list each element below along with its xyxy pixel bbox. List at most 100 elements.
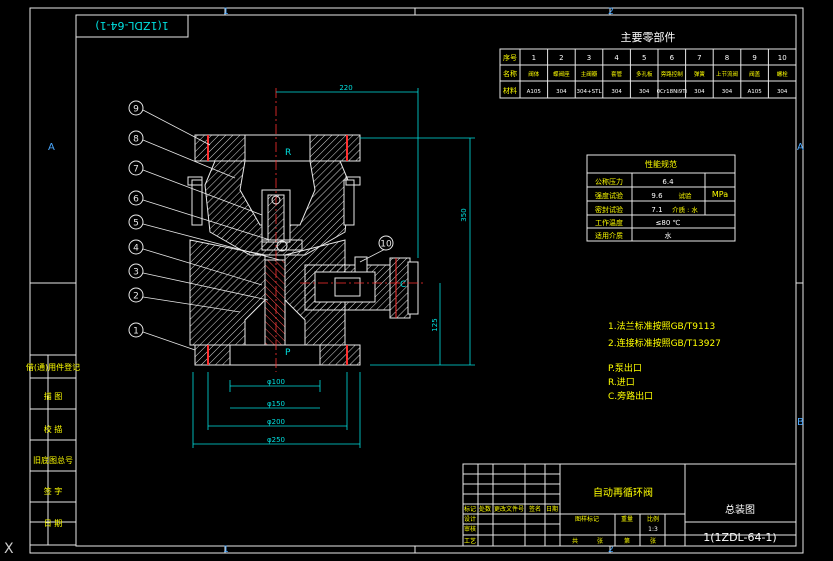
tb-cell-8: 设计: [464, 515, 476, 523]
balloon-9: [128, 100, 144, 116]
parts-number: 1: [532, 54, 536, 62]
port-note-c: C.旁路出口: [608, 390, 653, 402]
tb-product: 自动再循环阀: [593, 486, 653, 499]
spec-label: 密封试验: [595, 205, 623, 214]
zone-top-1: 1: [223, 7, 229, 17]
spec-label: 强度试验: [595, 191, 623, 200]
parts-number: 9: [752, 54, 756, 62]
parts-number: 5: [642, 54, 646, 62]
parts-material: 304: [611, 89, 622, 95]
spec-note: 介质 : 水: [672, 205, 698, 214]
port-note-r: R.进口: [608, 377, 635, 388]
port-letter-r: R: [285, 148, 291, 158]
parts-name: 阀体: [528, 70, 540, 78]
tb-cell-5: 图样标记: [575, 515, 599, 523]
strip-label-4: 旧底图总号: [33, 455, 73, 465]
spec-unit: MPa: [712, 190, 728, 199]
balloon-label: 9: [133, 105, 139, 115]
zone-right-b: B: [797, 417, 804, 428]
balloon-6: [128, 190, 144, 206]
parts-material: 0Cr18Ni9Ti: [657, 89, 688, 95]
balloon-label: 6: [133, 195, 139, 205]
spec-label: 适用介质: [595, 231, 623, 240]
title-block: 自动再循环阀 总装图 1(1ZDL-64-1) 1:3 标记 处数 更改文件号 …: [462, 463, 797, 547]
tb-cell-14: 张: [650, 537, 656, 545]
tb-cell-4: 日期: [546, 505, 558, 513]
tb-scale: 1:3: [648, 526, 658, 533]
balloon-2: [128, 287, 144, 303]
spec-value: ≤80 ℃: [656, 219, 681, 227]
tb-drawing-name: 总装图: [725, 503, 755, 516]
parts-number: 7: [697, 54, 701, 62]
parts-number: 2: [559, 54, 563, 62]
parts-name: 螺栓: [777, 70, 789, 78]
parts-material: 304: [556, 89, 567, 95]
zone-bottom-1: 1: [223, 545, 229, 555]
parts-name: 弹簧: [694, 70, 706, 78]
strip-label-6: 日 期: [44, 519, 63, 528]
tb-cell-12: 张: [597, 537, 603, 545]
spec-value: 水: [665, 231, 672, 240]
spec-title: 性能规范: [645, 159, 677, 169]
balloon-label: 10: [380, 240, 392, 250]
parts-name: 上节流阀: [716, 70, 738, 78]
tb-cell-11: 共: [572, 537, 578, 545]
balloon-label: 5: [133, 219, 139, 229]
balloon-5: [128, 214, 144, 230]
parts-name: 蝶阀座: [553, 70, 570, 78]
dim-d150: φ150: [267, 400, 285, 408]
parts-table-title: 主要零部件: [621, 30, 676, 44]
strip-label-2: 描 图: [44, 391, 63, 401]
parts-material: 304+STL: [576, 89, 602, 95]
spec-value: 7.1: [651, 206, 662, 214]
tb-cell-6: 重量: [621, 515, 633, 523]
title-box-text: 1(1ZDL-64-1): [95, 19, 168, 32]
zone-left-a: A: [48, 142, 55, 153]
spec-value: 9.6: [651, 192, 663, 200]
note-1: 1.法兰标准按照GB/T9113: [608, 320, 715, 332]
balloon-label: 3: [133, 268, 139, 278]
parts-name: 旁路控制: [661, 70, 684, 78]
parts-material: 304: [639, 89, 650, 95]
parts-name: 主阀瓣: [581, 70, 598, 78]
parts-number: 10: [778, 54, 787, 62]
balloon-8: [128, 130, 144, 146]
parts-material: A105: [527, 89, 542, 95]
dimensions: [192, 88, 475, 448]
inner-frame: [75, 14, 797, 547]
strip-label-1: 借(通)用件登记: [26, 362, 80, 372]
balloon-4: [128, 239, 144, 255]
spec-label: 工作温度: [595, 218, 623, 227]
parts-row3-label: 材料: [503, 86, 517, 95]
parts-number: 4: [614, 54, 619, 62]
dim-d100: φ100: [267, 378, 285, 386]
balloon-3: [128, 263, 144, 279]
parts-number: 8: [725, 54, 729, 62]
zone-right-a: A: [797, 142, 804, 153]
dim-side: 125: [431, 318, 439, 331]
tb-code: 1(1ZDL-64-1): [703, 531, 776, 544]
parts-name: 多孔板: [636, 70, 653, 78]
strip-label-3: 校 描: [44, 424, 63, 434]
tb-cell-2: 更改文件号: [494, 505, 524, 513]
left-strip: 借(通)用件登记 描 图 校 描 旧底图总号 签 字 日 期: [26, 354, 80, 546]
balloon-1: [128, 322, 144, 338]
parts-material: A105: [747, 89, 762, 95]
port-letter-c: C: [400, 280, 406, 290]
strip-label-5: 签 字: [44, 486, 63, 496]
tb-cell-1: 处数: [479, 505, 491, 513]
zone-bottom-2: 2: [608, 545, 614, 555]
balloon-label: 2: [133, 292, 139, 302]
tb-cell-9: 审核: [464, 525, 476, 533]
dim-height: 350: [460, 208, 468, 221]
parts-material: 304: [694, 89, 705, 95]
dim-top-width: 220: [339, 84, 352, 92]
dim-d250: φ250: [267, 436, 285, 444]
tb-cell-13: 第: [624, 537, 630, 545]
note-2: 2.连接标准按照GB/T13927: [608, 337, 721, 349]
parts-table: 主要零部件 1阀体A1052蝶阀座3043主阀瓣304+STL4套管3045多孔…: [499, 30, 797, 99]
tb-cell-10: 工艺: [464, 537, 476, 545]
spec-note: 试验: [679, 191, 693, 200]
